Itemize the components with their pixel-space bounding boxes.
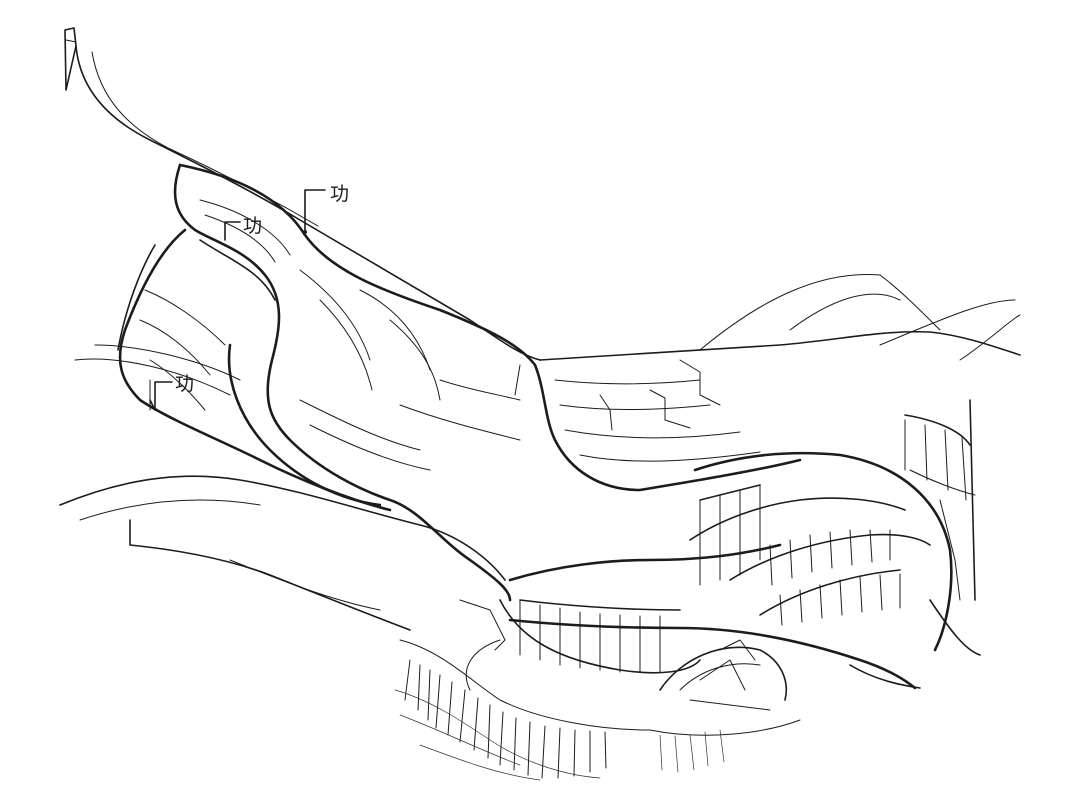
annotation-label-3: 功 [175, 373, 194, 395]
contour-lines [139, 199, 761, 471]
terraced-building [459, 451, 953, 691]
right-edge-structures [849, 399, 981, 689]
annotation-leaders [154, 189, 326, 409]
lower-left-terrain [59, 344, 506, 631]
upper-ridge-line [75, 45, 1021, 361]
cliff-hatching [394, 639, 801, 781]
path-start-marker [64, 27, 77, 91]
tunnel-entrance [659, 639, 787, 711]
annotation-label-1: 功 [330, 183, 349, 205]
winding-road [117, 163, 802, 602]
annotation-label-2: 功 [243, 215, 262, 237]
